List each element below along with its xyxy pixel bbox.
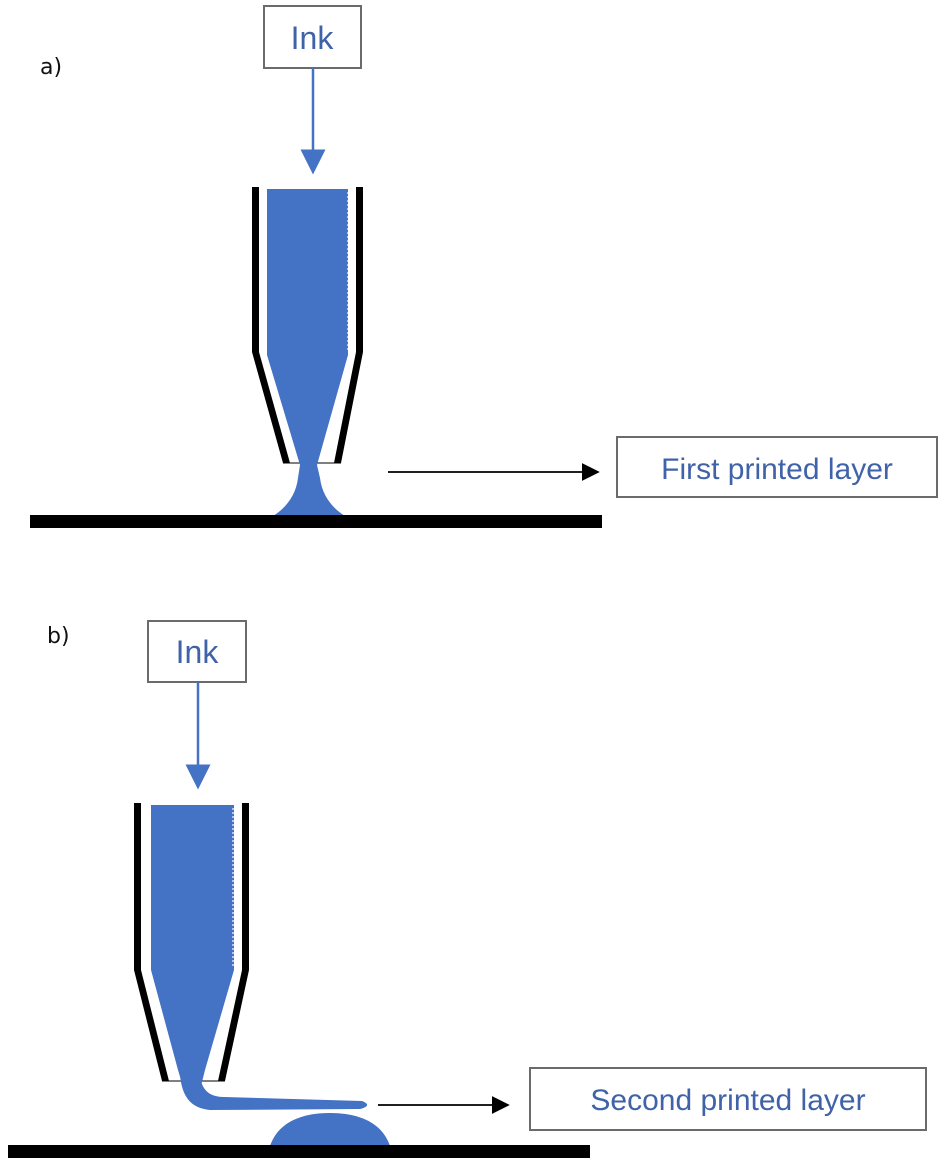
panel-b-first-layer-bead — [270, 1113, 390, 1146]
panel-a: a) Ink First printed layer — [30, 5, 938, 528]
panel-a-ink-box-frame — [263, 5, 362, 69]
panel-b-nozzle-right-wall — [218, 803, 249, 1081]
panel-b-layer-label: Second printed layer — [590, 1084, 865, 1117]
panel-a-nozzle-right-wall — [334, 187, 363, 463]
panel-b-ink-label: Ink — [176, 634, 220, 670]
panel-b-layer-box: Second printed layer — [529, 1067, 927, 1131]
panel-b-ink-strand — [180, 1075, 368, 1110]
panel-a-nozzle-left-wall — [252, 187, 290, 463]
panel-a-layer-box-frame — [616, 436, 938, 498]
panel-a-layer-label: First printed layer — [661, 453, 893, 486]
panel-b-nozzle-left-wall — [134, 803, 169, 1081]
panel-a-label: a) — [40, 55, 62, 80]
panel-a-layer-box: First printed layer — [616, 436, 938, 498]
panel-a-substrate — [30, 515, 602, 528]
panel-b-ink-box: Ink — [147, 620, 247, 683]
panel-a-ink-box: Ink — [263, 5, 362, 69]
panel-a-ink-label: Ink — [291, 20, 335, 56]
panel-b-label: b) — [47, 624, 70, 649]
panel-b-layer-box-frame — [529, 1067, 927, 1131]
panel-b: b) Ink Second printed layer — [8, 620, 927, 1158]
panel-b-ink-column — [151, 805, 234, 1090]
panel-a-ink-flow — [267, 189, 348, 516]
panel-b-substrate — [8, 1145, 590, 1158]
